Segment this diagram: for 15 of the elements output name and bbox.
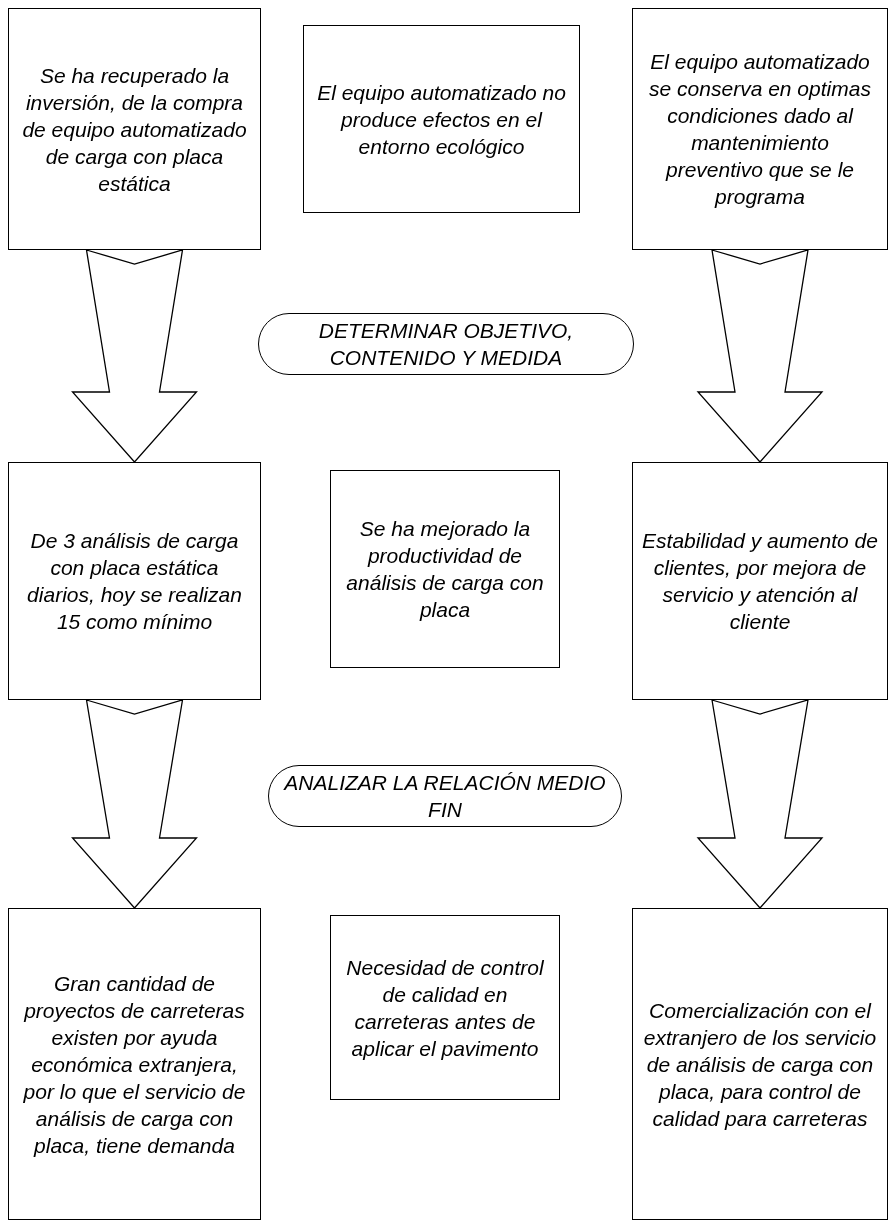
text-box: Comercialización con el extranjero de los servicio de análisis de carga con placa, para control de calidad para carreteras [632,908,888,1220]
hollow-arrow [696,249,824,463]
step-pill: DETERMINAR OBJETIVO, CONTENIDO Y MEDIDA [258,313,634,375]
text-box: El equipo automatizado se conserva en optimas condiciones dado al mantenimiento preventivo que se le programa [632,8,888,250]
text-box: Se ha recuperado la inversión, de la compra de equipo automatizado de carga con placa estática [8,8,261,250]
hollow-arrow [71,249,198,463]
text-box: De 3 análisis de carga con placa estática diarios, hoy se realizan 15 como mínimo [8,462,261,700]
step-pill: ANALIZAR LA RELACIÓN MEDIO FIN [268,765,622,827]
text-box: Estabilidad y aumento de clientes, por mejora de servicio y atención al cliente [632,462,888,700]
hollow-arrow [71,699,198,909]
text-box: Se ha mejorado la productividad de análisis de carga con placa [330,470,560,668]
hollow-arrow [696,699,824,909]
text-box: Gran cantidad de proyectos de carreteras existen por ayuda económica extranjera, por lo que el servicio de análisis de carga con placa, tiene demanda [8,908,261,1220]
text-box: Necesidad de control de calidad en carreteras antes de aplicar el pavimento [330,915,560,1100]
text-box: El equipo automatizado no produce efectos en el entorno ecológico [303,25,580,213]
